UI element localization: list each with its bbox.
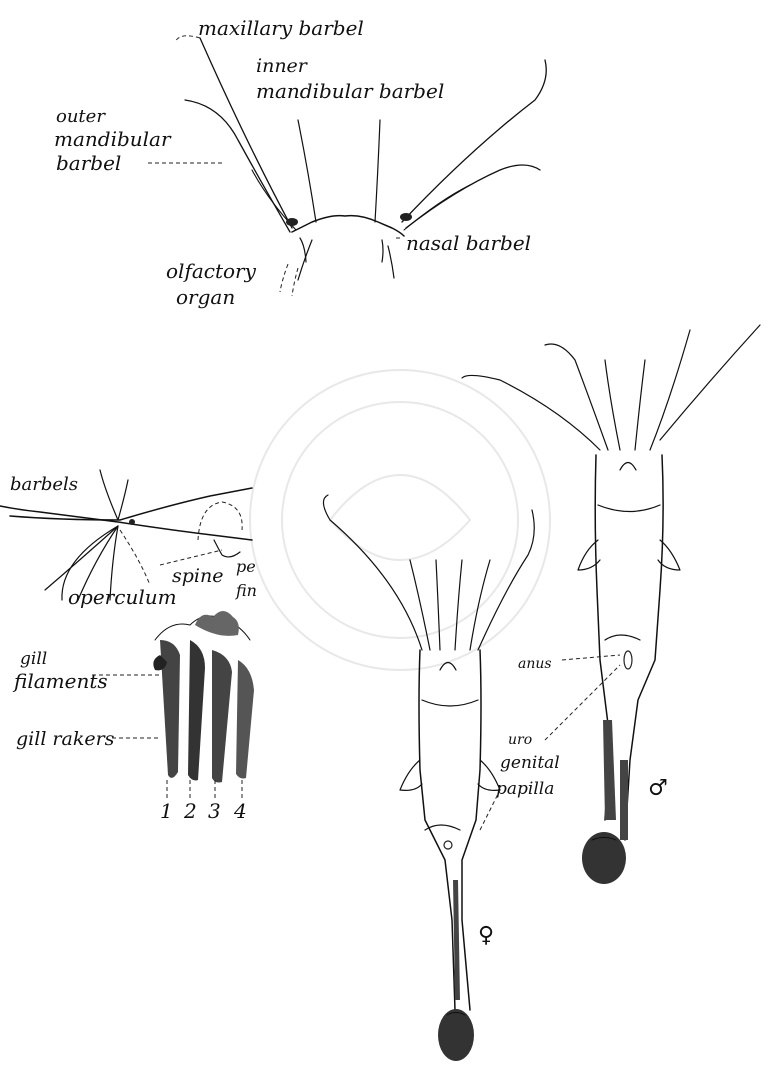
urogenital-label-line1: uro <box>508 732 532 748</box>
gill-filaments-label-line1: gill <box>20 649 47 669</box>
maxillary-barbel-label: maxillary barbel <box>198 16 364 40</box>
operculum-label: operculum <box>68 585 177 609</box>
olfactory-organ-label-line1: olfactory <box>166 259 257 283</box>
male-ventral-view-drawing <box>462 325 760 884</box>
head-barbels-drawing <box>185 38 546 296</box>
watermark-seal <box>250 370 550 670</box>
pectoral-fin-label-line1: pe <box>236 557 256 576</box>
anus-label: anus <box>518 656 552 672</box>
inner-mandibular-label-line2: mandibular barbel <box>256 79 444 103</box>
outer-mandibular-label-line2: mandibular <box>54 127 172 151</box>
barbels-label: barbels <box>10 474 78 495</box>
outer-mandibular-label-line1: outer <box>56 106 106 127</box>
olfactory-organ-label-line2: organ <box>176 285 235 309</box>
urogenital-label-line3: papilla <box>496 779 554 799</box>
nasal-barbel-label: nasal barbel <box>406 231 531 255</box>
inner-mandibular-label-line1: inner <box>256 55 309 77</box>
spine-label: spine <box>172 565 223 587</box>
male-symbol: ♂ <box>648 776 668 801</box>
gill-number-1: 1 <box>160 799 173 823</box>
gill-filaments-label-line2: filaments <box>12 669 108 693</box>
pectoral-fin-label-line2: fin <box>235 581 257 600</box>
gill-number-4: 4 <box>233 799 247 823</box>
female-symbol: ♀ <box>478 923 494 948</box>
gill-rakers-label: gill rakers <box>16 728 115 750</box>
urogenital-label-line2: genital <box>500 753 560 773</box>
gill-number-3: 3 <box>208 799 221 823</box>
gill-number-2: 2 <box>183 799 197 823</box>
outer-mandibular-label-line3: barbel <box>56 151 121 175</box>
gill-arches-drawing <box>92 611 254 798</box>
